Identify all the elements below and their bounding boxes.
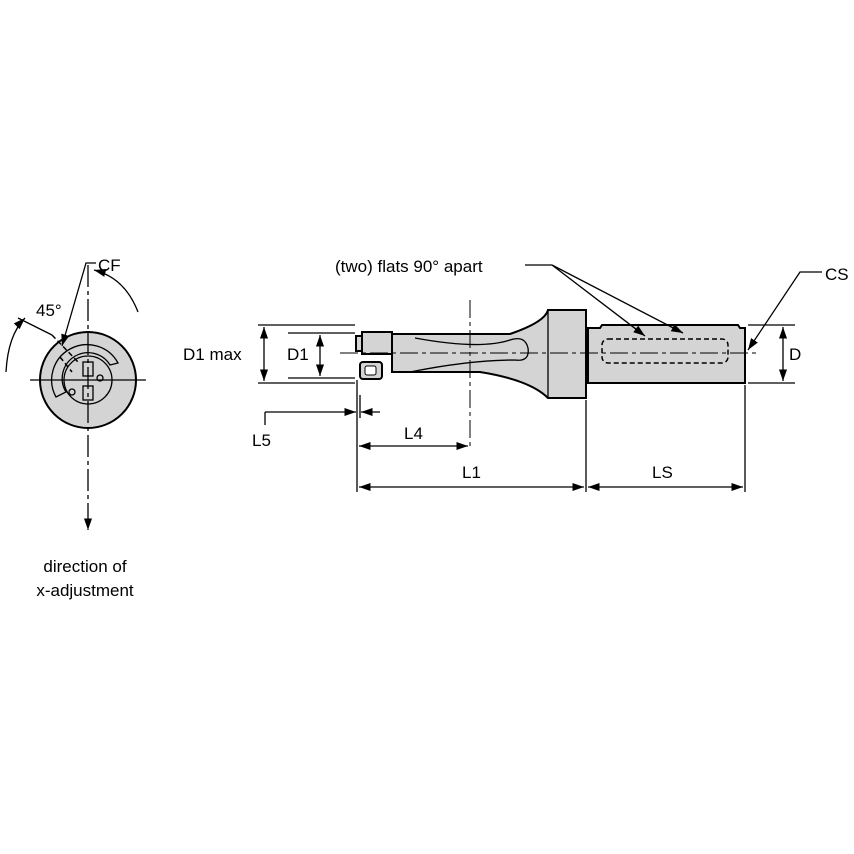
cs-label: CS [825, 265, 849, 284]
l5-label: L5 [252, 431, 271, 450]
d1-label: D1 [287, 345, 309, 364]
l4-label: L4 [404, 424, 423, 443]
flats-label: (two) flats 90° apart [335, 257, 483, 276]
end-view: CF 45° direction of x-adjustment [5, 256, 146, 600]
ls-label: LS [652, 463, 673, 482]
direction-label-1: direction of [43, 557, 126, 576]
angle-label: 45° [36, 301, 62, 320]
rotation-arrow-left [5, 317, 26, 373]
side-view [340, 300, 760, 450]
shank [587, 324, 746, 384]
l1-label: L1 [462, 463, 481, 482]
d-label: D [789, 345, 801, 364]
flats-leader-2 [551, 264, 684, 334]
flute [409, 337, 529, 373]
dimensions: D1 max D1 L5 L4 L1 LS D CS (two) flats 9… [183, 257, 849, 492]
cutting-head [361, 331, 393, 355]
direction-label-2: x-adjustment [36, 581, 134, 600]
tool-body [391, 309, 587, 399]
cf-label: CF [98, 256, 121, 275]
rotation-arrow-right [93, 268, 139, 313]
cf-leader [61, 262, 96, 347]
d1max-label: D1 max [183, 345, 242, 364]
cf-centerline [51, 334, 79, 363]
flats-leader-1 [551, 264, 646, 337]
cs-leader [747, 271, 822, 351]
shank-flat [601, 338, 729, 364]
